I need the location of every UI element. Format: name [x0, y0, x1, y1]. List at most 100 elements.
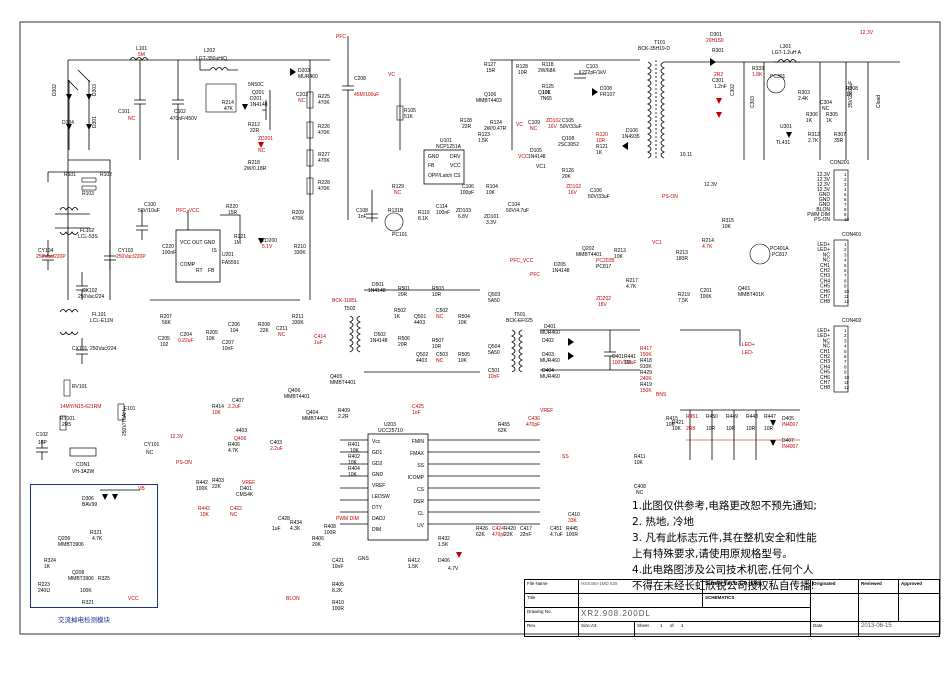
d203-label: D203 [298, 68, 310, 74]
r506-value: 20R [398, 342, 408, 348]
fl101-value: LCL-E11N [90, 318, 113, 324]
u203-pin-fmax: FMAX [410, 451, 425, 457]
q101-value: 7N65 [540, 96, 552, 102]
c211-value: NC [278, 332, 286, 338]
d306-value: BAV99 [82, 502, 97, 508]
con402-pins-11: CH8 [820, 385, 830, 391]
pc401-value: PC817 [772, 252, 788, 258]
r220-label: R220 [226, 204, 238, 210]
r443b-label: R442 [198, 506, 210, 512]
u201-pin-gnd: GND [204, 240, 216, 246]
r505-value: 10K [458, 358, 468, 364]
r126-label: R126 [562, 168, 574, 174]
r123-value: 1.5K [478, 138, 489, 144]
cx101-label: CX101 [72, 346, 88, 352]
r429-label: R429 [640, 370, 652, 376]
r105-label: R105 [404, 108, 416, 114]
tb-file-name: HSS350-1MD 528 [579, 580, 703, 594]
c417-value: 22nF [520, 532, 531, 538]
c443-label: C424 [492, 526, 504, 532]
r325-label: R325 [98, 576, 110, 582]
r210-value: 330K [294, 250, 306, 256]
zd102b-label: ZD102 [566, 184, 581, 190]
r421-value: 10K [672, 426, 682, 432]
r307-label: R307 [834, 132, 846, 138]
r226-value: 470K [318, 130, 330, 136]
d501-value: 1N4148 [368, 288, 386, 294]
standby-flyback-section: VC R105 51K GND FB OPP/Latch CS DRV VCC … [356, 59, 640, 238]
r303-label: R303 [798, 90, 810, 96]
u203-pin-uv: UV [417, 523, 425, 529]
r408-label: R408 [324, 524, 336, 530]
c425-label: C425 [412, 404, 424, 410]
con402-pins-num-9: 10 [844, 375, 850, 380]
r213b-label: R213 [614, 248, 626, 254]
c102b-label: C102 [36, 432, 48, 438]
c401-label: C401 [612, 354, 624, 360]
r448-value: 10R [746, 426, 756, 432]
zd102-label: ZD102 [546, 118, 561, 124]
r451-value: 2R8 [686, 426, 695, 432]
bridge-rectifier [66, 69, 92, 150]
pfc-section: L202 LGT-350uH/Q D203 MUR460 5N50C Q201 … [136, 48, 379, 352]
q406b-label: 4403 [236, 428, 247, 434]
pc101-label: PC101 [392, 232, 408, 238]
r432-label: R432 [438, 536, 450, 542]
u201-pin-fb: FB [208, 268, 215, 274]
r217-value: 4.7K [626, 284, 637, 290]
c421-value: 10nF [332, 564, 343, 570]
r105-value: 51K [404, 114, 414, 120]
inset-title: 交流掉电检测模块 [58, 616, 110, 624]
r504-value: 10K [458, 320, 468, 326]
c103-value: 222pF/1kV [582, 70, 607, 76]
net-vb: VB [138, 486, 145, 492]
r417-value: 150K [640, 352, 652, 358]
net-pfc: PFC [336, 34, 346, 40]
con401-pins-1: LED+ [817, 247, 830, 253]
tb-sheet-total: 1 [680, 623, 684, 628]
r102-label: R102 [100, 172, 112, 178]
c436-label: C436 [528, 416, 540, 422]
net-123v-2: 12.3V [704, 182, 718, 188]
d406-value: 4.7V [448, 566, 459, 572]
r131-label: R131B [388, 208, 404, 214]
r217-label: R217 [626, 278, 638, 284]
r128b-label: R128 [516, 64, 528, 70]
r411-value: 10K [634, 460, 644, 466]
r448-label: R448 [746, 414, 758, 420]
r418-value: 910K [640, 364, 652, 370]
con201-pins-1: 12.3V [817, 177, 831, 183]
r305-value: 1K [826, 118, 833, 124]
r401-label: R401 [348, 442, 360, 448]
con401-pins-4: CH1 [820, 263, 830, 269]
d302-label: D302 [52, 84, 58, 96]
tb-sheet: Sheet 1 of 1 [635, 622, 811, 636]
r441-label: R441 [624, 354, 636, 360]
r429-value: 240K [640, 376, 652, 382]
c1a-label: C114 [436, 204, 448, 210]
d502-value: 1N4148 [370, 338, 388, 344]
r504-label: R504 [458, 314, 470, 320]
d304-label: D304 [62, 120, 74, 126]
c303-label: C303 [750, 96, 756, 108]
t501-value: BCK-EF025 [506, 318, 533, 324]
f101-label: F101 [124, 406, 136, 412]
con402-pins-8: CH5 [820, 370, 830, 376]
schematic-notes: 1.此图仅供参考,电路更改恕不预先通知; 2. 热地, 冷地 3. 凡有此标志元… [632, 498, 922, 594]
r126-value: 20K [562, 174, 572, 180]
r415-label: R415 [666, 416, 678, 422]
q201-label: 5N50C [248, 82, 264, 88]
r121-value: 1K [596, 150, 603, 156]
net-vref-2: VREF [242, 480, 255, 486]
ps-on-section: PS-ON 12.3V R315 10K PC401A PC817 R213 1… [510, 182, 789, 308]
r129-value: NC [394, 190, 402, 196]
con201-pins-num-9: 10 [844, 217, 850, 222]
r445-value: 100R [566, 532, 578, 538]
con401-pins-num-5: 6 [844, 268, 847, 273]
r412-value: 1.5K [408, 564, 419, 570]
net-vcc-inset: VCC [128, 596, 139, 602]
q501-value: 4403 [414, 320, 425, 326]
c206-value: 104 [230, 328, 239, 334]
c101b-label: CY101 [144, 442, 160, 448]
r404-value: 10K [348, 472, 358, 478]
